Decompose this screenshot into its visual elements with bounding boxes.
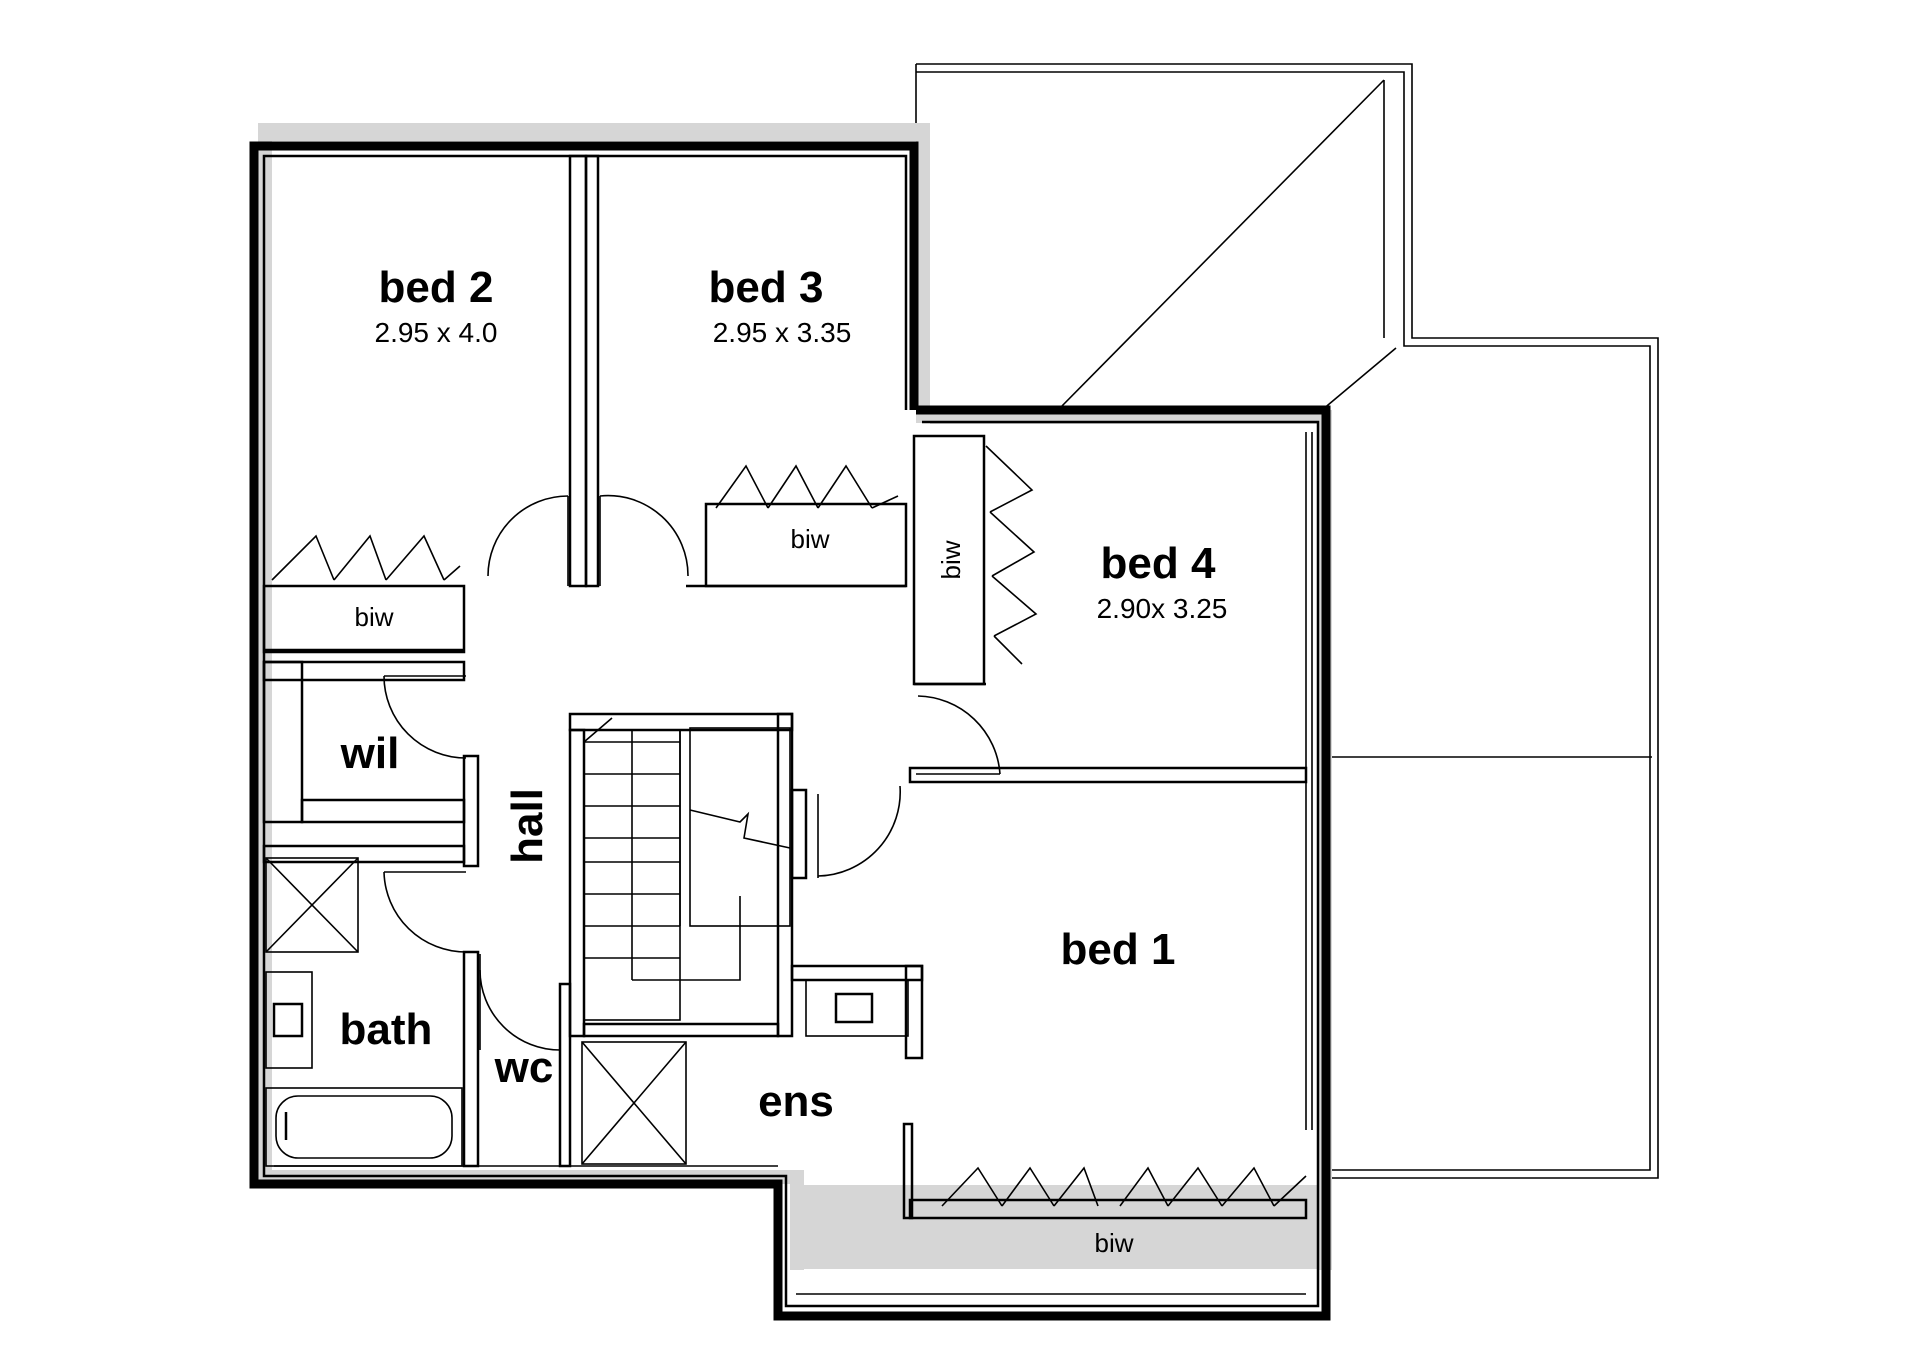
door-swings: [383, 494, 1001, 1051]
vanity-ens: [805, 979, 909, 1037]
bed1-robe-label: biw: [1094, 1228, 1133, 1258]
bed4-robe-label: biw: [936, 540, 966, 579]
bed3-name: bed 3: [709, 263, 824, 312]
bed2-robe-label: biw: [354, 602, 393, 632]
fixtures: [265, 857, 909, 1167]
shower-ens: [581, 1041, 687, 1165]
bed4-dims: 2.90x 3.25: [1097, 593, 1228, 624]
robe-doors: [271, 445, 1307, 1207]
labels: bed 2 2.95 x 4.0 bed 3 2.95 x 3.35 bed 4…: [340, 263, 1228, 1258]
bath-label: bath: [340, 1005, 433, 1054]
wc-label: wc: [494, 1043, 554, 1092]
interior-walls: [262, 154, 1308, 1220]
bed3-robe-label: biw: [790, 524, 829, 554]
bathtub: [265, 1087, 463, 1167]
bed2-dims: 2.95 x 4.0: [375, 317, 498, 348]
bed1-name: bed 1: [1061, 925, 1176, 974]
wil-label: wil: [340, 729, 400, 778]
stairs: [583, 717, 791, 1021]
vanity-bath: [265, 971, 313, 1069]
bed4-name: bed 4: [1101, 539, 1216, 588]
hall-label: hall: [503, 788, 552, 864]
ens-label: ens: [758, 1077, 834, 1126]
shower-bath: [265, 857, 359, 953]
roof-outline: [915, 63, 1659, 1179]
bed3-dims: 2.95 x 3.35: [713, 317, 852, 348]
bed2-name: bed 2: [379, 263, 494, 312]
